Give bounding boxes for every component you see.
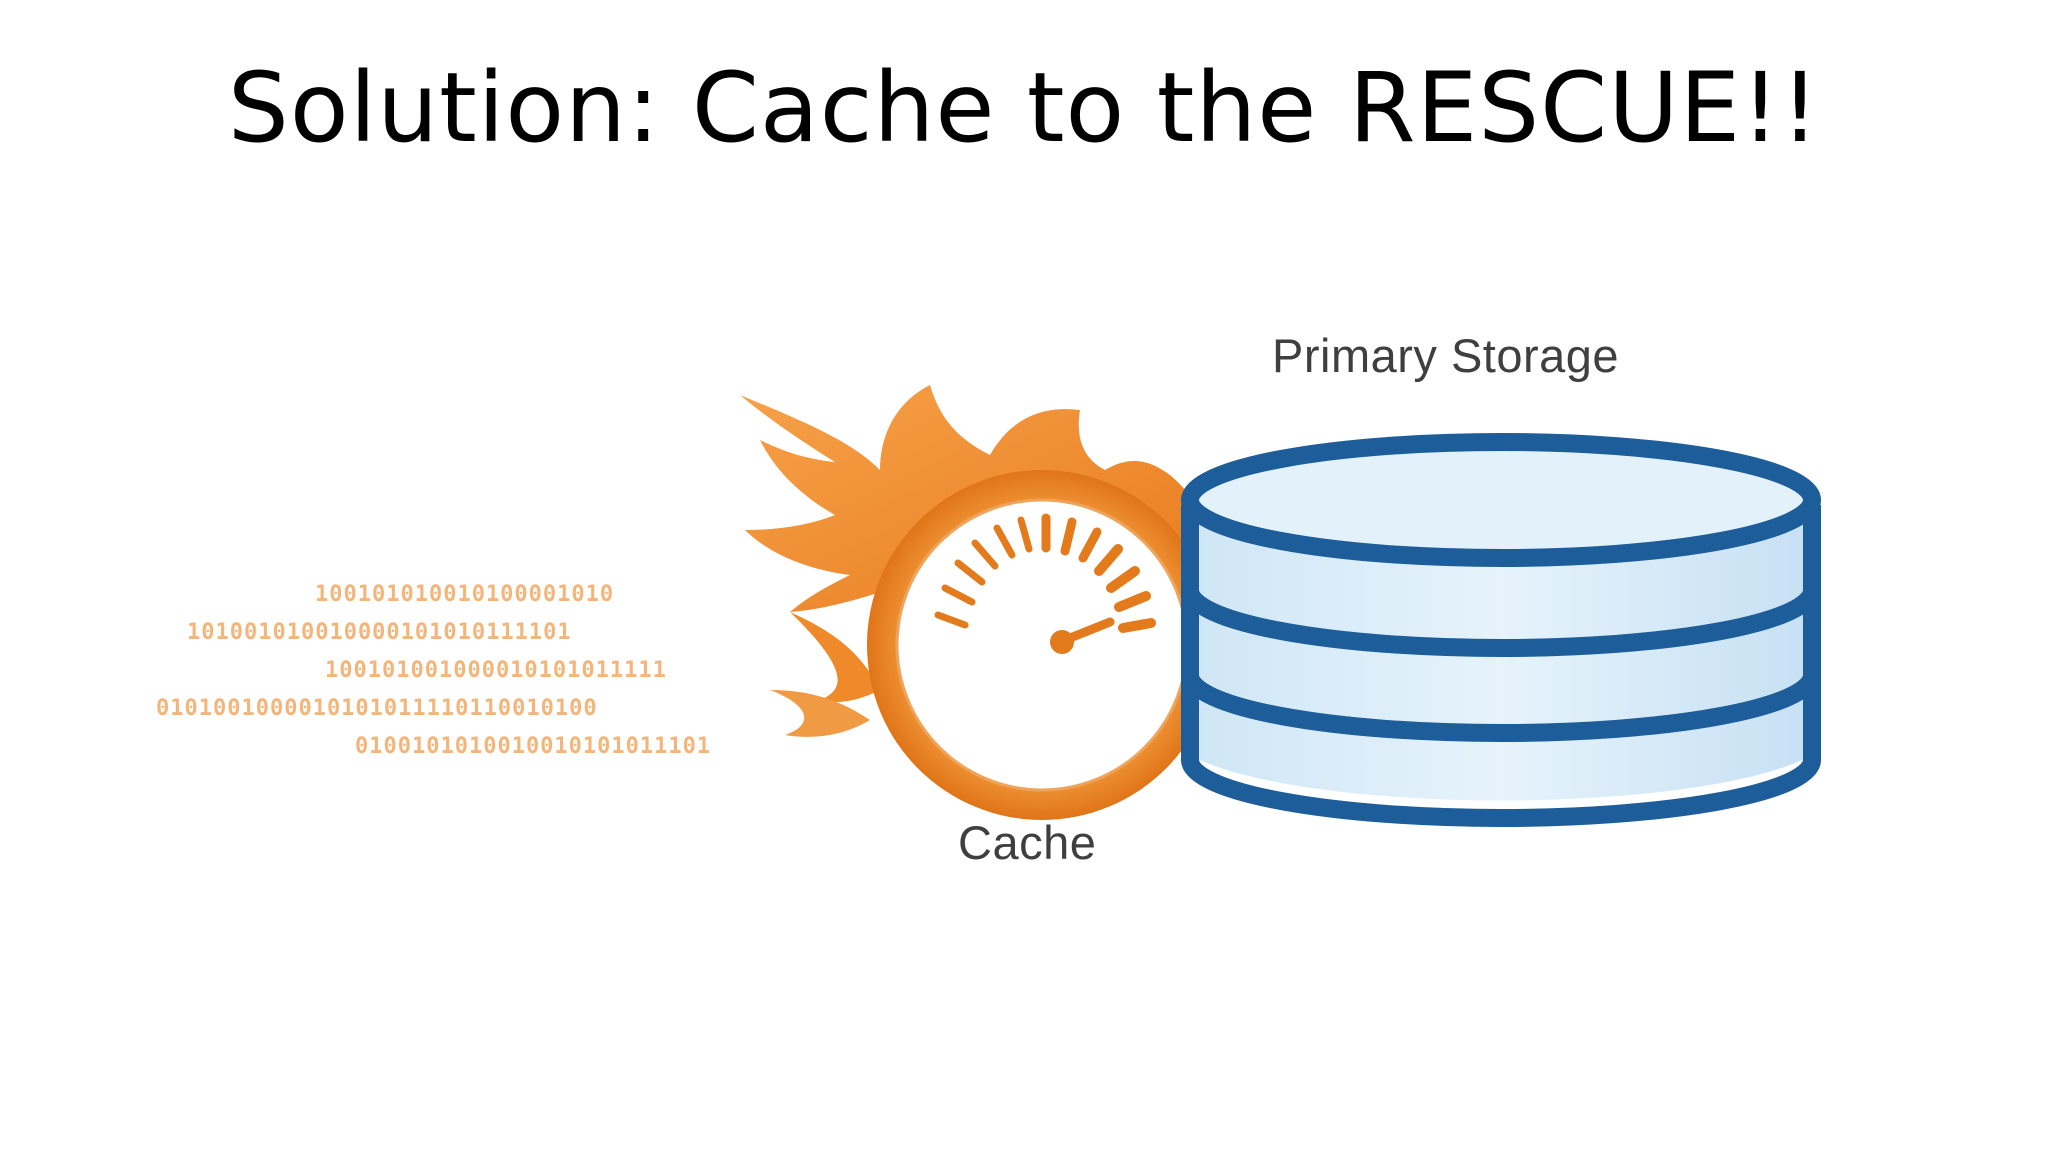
database-top (1181, 433, 1821, 567)
flaming-speedometer-icon (740, 385, 1225, 820)
gauge-needle (1050, 617, 1115, 654)
binary-line: 100101010010100001010 (315, 582, 615, 607)
binary-line: 100101001000010101011111 (325, 658, 667, 683)
slide-title: Solution: Cache to the RESCUE!! (227, 52, 1821, 164)
database-bottom (1181, 758, 1821, 827)
binary-line: 0100101010010010101011101 (355, 734, 712, 759)
database-band (1181, 673, 1821, 742)
binary-line: 101001010010000101010111101 (187, 620, 572, 645)
database-band (1181, 588, 1821, 657)
database-cylinder-icon (1181, 433, 1821, 827)
binary-line: 0101001000010101011110110010100 (156, 696, 598, 721)
gauge-ticks (934, 513, 1156, 633)
primary-storage-label: Primary Storage (1272, 329, 1620, 382)
cache-label: Cache (958, 816, 1097, 869)
